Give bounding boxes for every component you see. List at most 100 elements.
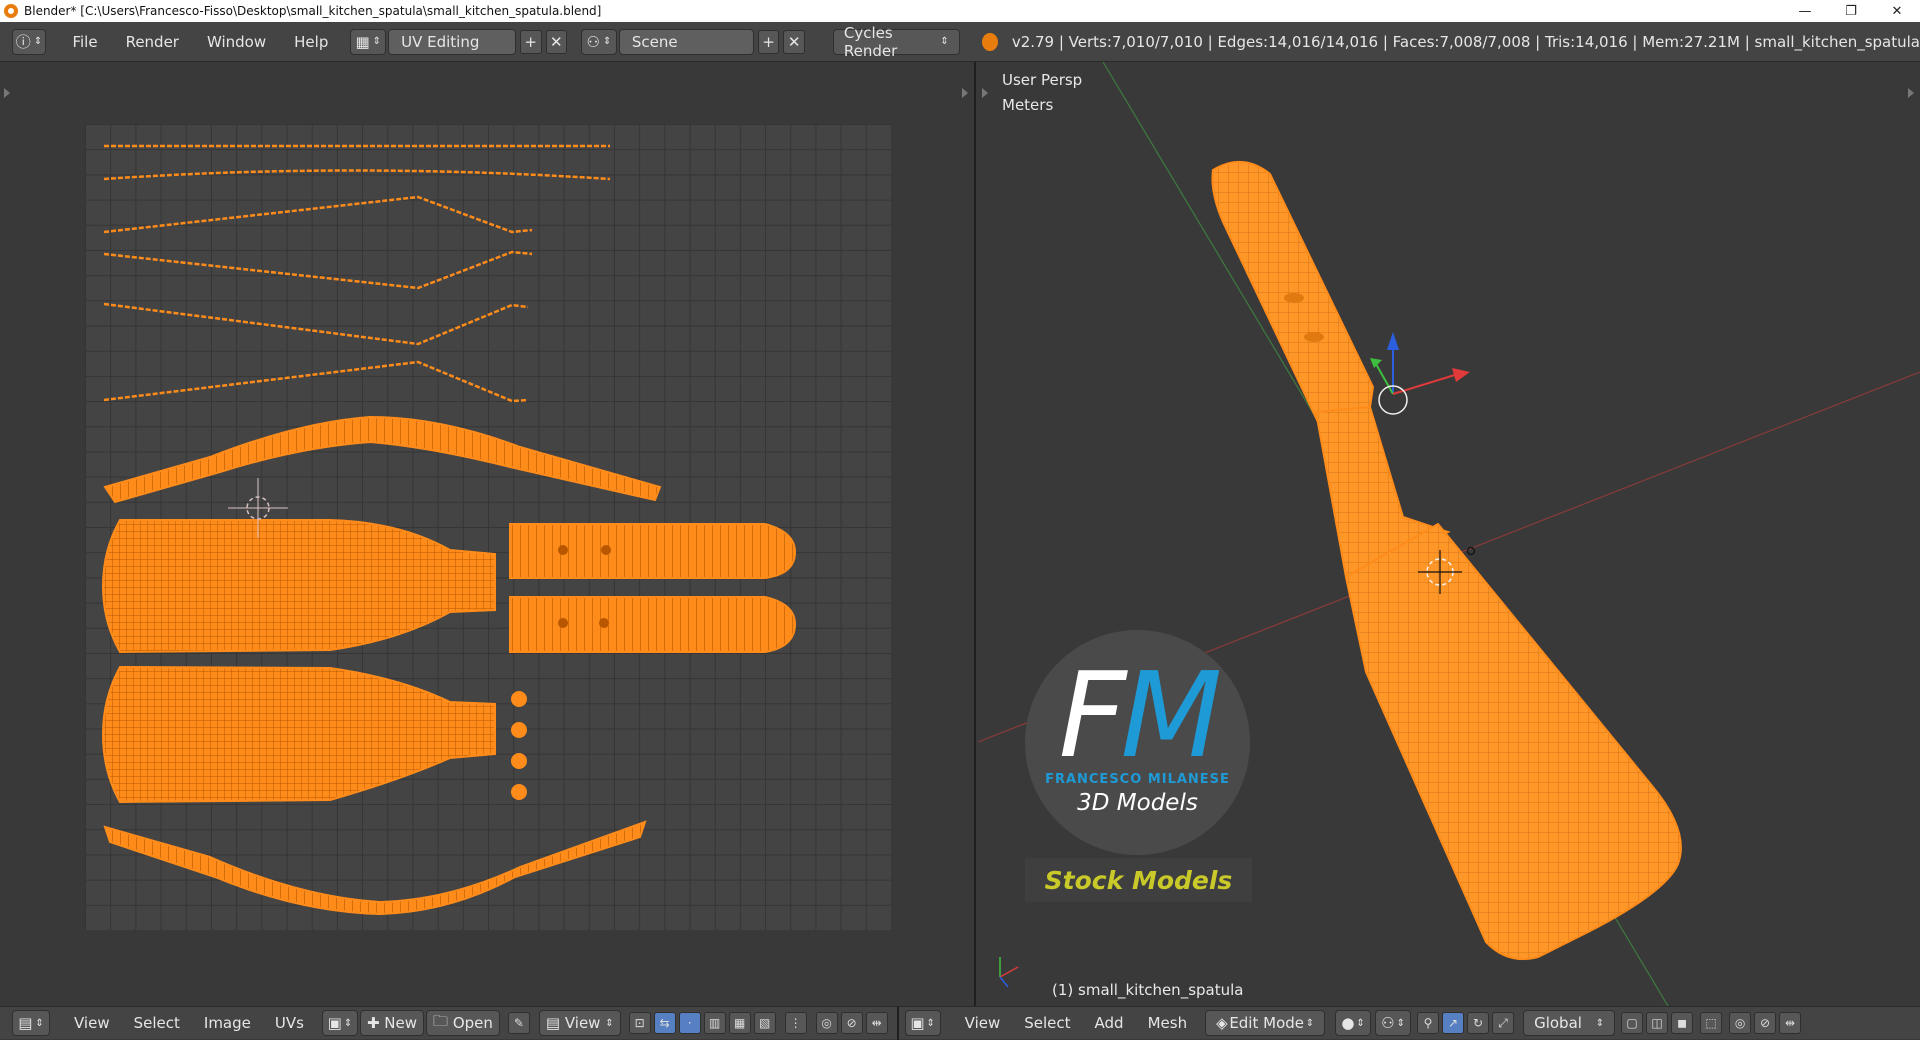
area-corner-icon[interactable] bbox=[982, 88, 988, 98]
3d-menu-select[interactable]: Select bbox=[1024, 1014, 1071, 1032]
uv-menu-uvs[interactable]: UVs bbox=[274, 1014, 304, 1032]
edit-mode-icon: ◈ bbox=[1216, 1014, 1228, 1032]
editor-type-info-button[interactable]: ⓘ⇕ bbox=[12, 28, 47, 55]
menu-render[interactable]: Render bbox=[125, 32, 179, 51]
proportional-edit-icon[interactable]: ◎ bbox=[815, 1012, 838, 1034]
3d-menu-mesh[interactable]: Mesh bbox=[1147, 1014, 1188, 1032]
3d-menu-view[interactable]: View bbox=[964, 1014, 1001, 1032]
edge-mode-icon[interactable]: ◫ bbox=[1646, 1012, 1669, 1034]
spatula-blade-mesh bbox=[1344, 522, 1682, 961]
menu-window[interactable]: Window bbox=[206, 32, 267, 51]
scale-manipulator-icon[interactable]: ⤢ bbox=[1492, 1012, 1515, 1034]
view-name-label: User Persp bbox=[1002, 71, 1083, 89]
window-title: Blender* [C:\Users\Francesco-Fisso\Deskt… bbox=[24, 4, 602, 18]
layout-browse-button[interactable]: ▦⇕ bbox=[350, 28, 387, 55]
uv-2d-cursor-icon[interactable] bbox=[228, 478, 288, 538]
menu-help[interactable]: Help bbox=[294, 32, 329, 51]
pivot-icon[interactable]: ⊡ bbox=[628, 1012, 651, 1034]
snap-element-icon[interactable]: ⇹ bbox=[1779, 1012, 1802, 1034]
add-layout-button[interactable]: + bbox=[519, 29, 542, 54]
interaction-mode-select[interactable]: ◈ Edit Mode ⇕ bbox=[1205, 1010, 1326, 1036]
fm-author-name: FRANCESCO MILANESE bbox=[1045, 772, 1230, 787]
pin-icon[interactable]: ✎ bbox=[507, 1012, 530, 1034]
layout-grid-icon: ▦ bbox=[355, 32, 370, 51]
updown-icon: ⇕ bbox=[33, 36, 43, 47]
uv-view-mode-label: View bbox=[564, 1014, 601, 1032]
occlude-geometry-icon[interactable]: ⬚ bbox=[1700, 1012, 1723, 1034]
sticky-select-icon[interactable]: ⋮ bbox=[784, 1012, 807, 1034]
new-image-label: New bbox=[384, 1014, 418, 1032]
units-label: Meters bbox=[1002, 96, 1054, 114]
updown-icon: ⇕ bbox=[926, 1017, 935, 1029]
3d-menu-add[interactable]: Add bbox=[1094, 1014, 1124, 1032]
fm-letter-f: F bbox=[1058, 646, 1127, 784]
uv-menu-view[interactable]: View bbox=[74, 1014, 110, 1032]
3d-editor-type-button[interactable]: ▣⇕ bbox=[904, 1010, 941, 1036]
3d-cursor-icon[interactable] bbox=[1418, 546, 1476, 595]
shading-select[interactable]: ●⇕ bbox=[1335, 1010, 1372, 1036]
restore-button[interactable]: ❐ bbox=[1845, 3, 1857, 19]
plus-icon: ✚ bbox=[366, 1014, 380, 1032]
uv-image-editor[interactable] bbox=[0, 62, 976, 1006]
area-corner-icon[interactable] bbox=[4, 88, 10, 98]
face-mode-icon[interactable]: ◼ bbox=[1671, 1012, 1694, 1034]
image-browse-button[interactable]: ▣⇕ bbox=[321, 1010, 358, 1036]
transform-orientation-select[interactable]: Global ⇕ bbox=[1523, 1010, 1616, 1036]
remove-layout-button[interactable]: ✕ bbox=[545, 29, 568, 54]
updown-icon: ⇕ bbox=[372, 36, 382, 47]
area-divider[interactable] bbox=[896, 1006, 899, 1040]
render-engine-label: Cycles Render bbox=[843, 23, 898, 60]
translate-manipulator-icon[interactable]: ↗ bbox=[1442, 1012, 1465, 1034]
snap-element-icon[interactable]: ⇹ bbox=[865, 1012, 888, 1034]
fm-letter-m: M bbox=[1120, 646, 1223, 784]
island-select-icon[interactable]: ▧ bbox=[753, 1012, 776, 1034]
remove-scene-button[interactable]: ✕ bbox=[783, 29, 805, 54]
add-scene-button[interactable]: + bbox=[757, 29, 780, 54]
sync-select-icon[interactable]: ⇆ bbox=[653, 1012, 676, 1034]
render-engine-select[interactable]: Cycles Render ⇕ bbox=[832, 24, 960, 60]
manipulator-toggle-icon[interactable]: ⚲ bbox=[1417, 1012, 1440, 1034]
uv-island-blade-back bbox=[101, 665, 496, 804]
close-button[interactable]: ✕ bbox=[1891, 3, 1903, 19]
updown-icon: ⇕ bbox=[940, 36, 949, 47]
updown-icon: ⇕ bbox=[1305, 1017, 1315, 1029]
3d-viewport[interactable]: User Persp Meters (1) small_kitchen_spat… bbox=[978, 62, 1920, 1006]
spatula-handle-mesh bbox=[1211, 160, 1375, 424]
viewport-scene[interactable] bbox=[978, 62, 1920, 1006]
updown-icon: ⇕ bbox=[602, 36, 612, 47]
pivot-icon: ⚇ bbox=[1381, 1014, 1395, 1032]
uv-menu-image[interactable]: Image bbox=[203, 1014, 251, 1032]
area-corner-icon[interactable] bbox=[962, 88, 968, 98]
transform-manipulator-icon[interactable] bbox=[1370, 332, 1470, 415]
vertex-mode-icon[interactable]: ▢ bbox=[1621, 1012, 1644, 1034]
menu-file[interactable]: File bbox=[72, 32, 98, 51]
snap-icon[interactable]: ⊘ bbox=[1754, 1012, 1777, 1034]
edge-select-icon[interactable]: ▥ bbox=[703, 1012, 726, 1034]
area-corner-icon[interactable] bbox=[1908, 88, 1914, 98]
minimize-button[interactable]: — bbox=[1798, 3, 1812, 19]
pivot-point-select[interactable]: ⚇⇕ bbox=[1375, 1010, 1412, 1036]
blender-logo-icon bbox=[981, 32, 998, 51]
uv-editor-type-button[interactable]: ▤⇕ bbox=[12, 1010, 50, 1036]
uv-view-mode-select[interactable]: ▤ View ⇕ bbox=[538, 1010, 621, 1036]
scene-name-field[interactable]: Scene bbox=[618, 28, 754, 55]
updown-icon: ⇕ bbox=[605, 1017, 614, 1029]
rotate-manipulator-icon[interactable]: ↻ bbox=[1467, 1012, 1490, 1034]
stock-models-badge: Stock Models bbox=[1025, 858, 1252, 902]
snap-icon[interactable]: ⊘ bbox=[840, 1012, 863, 1034]
interaction-mode-label: Edit Mode bbox=[1229, 1014, 1304, 1032]
folder-icon: 🗀 bbox=[433, 1011, 449, 1030]
new-image-button[interactable]: ✚ New bbox=[359, 1010, 425, 1036]
updown-icon: ⇕ bbox=[343, 1017, 353, 1029]
open-image-button[interactable]: 🗀 Open bbox=[426, 1010, 500, 1036]
uv-menu-select[interactable]: Select bbox=[133, 1014, 180, 1032]
object-label: (1) small_kitchen_spatula bbox=[1052, 981, 1244, 999]
layout-name-field[interactable]: UV Editing bbox=[388, 28, 516, 55]
vertex-select-icon[interactable]: ⋅ bbox=[678, 1012, 701, 1034]
fm-watermark-logo: FM FRANCESCO MILANESE 3D Models bbox=[1025, 630, 1250, 855]
scene-browse-button[interactable]: ⚇⇕ bbox=[581, 28, 617, 55]
uv-islands[interactable] bbox=[0, 62, 976, 1006]
image-icon: ▣ bbox=[327, 1014, 342, 1032]
proportional-edit-icon[interactable]: ◎ bbox=[1729, 1012, 1752, 1034]
face-select-icon[interactable]: ▦ bbox=[728, 1012, 751, 1034]
